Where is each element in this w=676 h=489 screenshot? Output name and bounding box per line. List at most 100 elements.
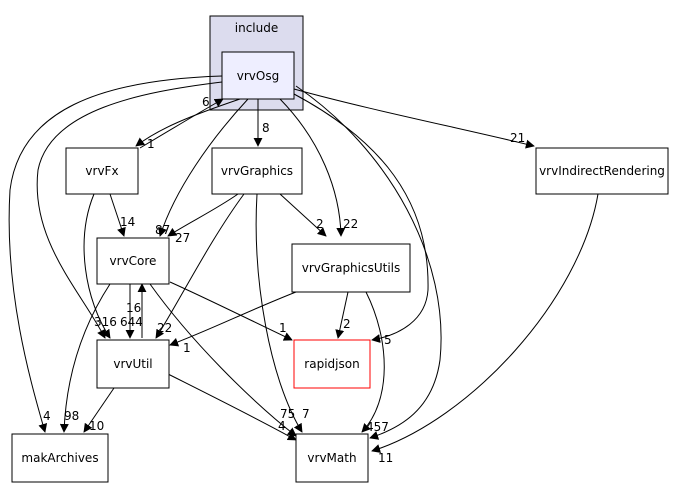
edge-fx-util[interactable] <box>83 193 111 339</box>
node-makArchives[interactable]: makArchives <box>11 433 109 483</box>
node-vrvUtil-box <box>96 339 170 389</box>
edge-util-mak-line <box>83 387 115 433</box>
edge-indirect-math-label: 11 <box>378 451 393 465</box>
edge-osg-core-label: 87 <box>155 223 170 237</box>
edge-graphics-util-label: 22 <box>157 321 172 335</box>
edge-osg-mak-label: 4 <box>43 409 51 423</box>
edges: 1 6 8 21 87 22 316 5 <box>8 75 599 465</box>
node-vrvGraphicsUtils[interactable]: vrvGraphicsUtils <box>291 243 411 293</box>
edge-util-math-line <box>167 373 297 441</box>
node-vrvMath-label: vrvMath <box>307 451 356 465</box>
node-rapidjson[interactable]: rapidjson <box>293 339 371 389</box>
edge-fx-core-label: 14 <box>120 215 135 229</box>
edge-osg-gutils-line <box>279 98 346 237</box>
edge-osg-fx[interactable]: 1 <box>135 98 241 151</box>
edge-gutils-util-line <box>169 291 297 347</box>
node-vrvCore-box <box>96 237 170 285</box>
edge-core-rapidjson-line <box>169 281 293 341</box>
edge-graphics-core-line <box>167 193 239 237</box>
nodes: vrvOsg vrvFx vrvGraphics vrvIndirectRend… <box>11 51 669 483</box>
edge-osg-core[interactable]: 87 <box>155 98 249 237</box>
edge-graphics-core-label: 27 <box>175 231 190 245</box>
edge-osg-util-label: 316 <box>94 315 117 329</box>
edge-core-rapidjson-label: 1 <box>279 321 287 335</box>
edge-osg-mak-line <box>8 75 223 433</box>
node-vrvGraphicsUtils-label: vrvGraphicsUtils <box>302 261 401 275</box>
node-vrvOsg[interactable]: vrvOsg <box>221 51 295 100</box>
node-vrvGraphicsUtils-box <box>291 243 411 293</box>
edge-osg-mak[interactable]: 4 <box>8 75 223 433</box>
edge-core-math-label: 75 <box>280 407 295 421</box>
edge-osg-core-line <box>158 98 249 237</box>
edge-osg-graphics[interactable]: 8 <box>253 99 270 147</box>
edge-osg-gutils[interactable]: 22 <box>279 98 358 237</box>
edge-graphics-math[interactable]: 7 <box>255 193 310 433</box>
edge-graphics-gutils[interactable]: 2 <box>279 193 327 237</box>
edge-util-math[interactable]: 4 <box>167 373 297 441</box>
edge-util-mak-label: 10 <box>89 419 104 433</box>
node-vrvOsg-box <box>221 51 295 100</box>
edge-core-util[interactable]: 644 <box>120 284 143 339</box>
edge-osg-indirect-line <box>293 88 535 149</box>
node-vrvMath[interactable]: vrvMath <box>295 433 369 483</box>
edge-util-mak[interactable]: 10 <box>83 387 115 433</box>
edge-graphics-util[interactable]: 22 <box>155 193 245 339</box>
edge-graphics-gutils-line <box>279 193 327 237</box>
edge-core-mak[interactable]: 98 <box>59 283 111 433</box>
node-vrvIndirectRendering[interactable]: vrvIndirectRendering <box>535 147 669 195</box>
edge-osg-graphics-label: 8 <box>262 121 270 135</box>
edge-core-util-label: 644 <box>120 315 143 329</box>
edge-core-math-line <box>149 283 297 437</box>
node-rapidjson-label: rapidjson <box>304 357 359 371</box>
edge-osg-rapidjson[interactable]: 5 <box>293 93 429 347</box>
edge-core-rapidjson[interactable]: 1 <box>169 281 293 341</box>
cluster-include-label: include <box>235 21 278 35</box>
edge-osg-indirect[interactable]: 21 <box>293 88 535 149</box>
edge-fx-core[interactable]: 14 <box>109 193 135 237</box>
node-vrvGraphics-box <box>211 147 303 195</box>
node-makArchives-box <box>11 433 109 483</box>
node-vrvOsg-label: vrvOsg <box>237 69 279 83</box>
edge-gutils-math[interactable] <box>361 291 385 433</box>
edge-osg-fx-label: 1 <box>147 137 155 151</box>
node-vrvGraphics[interactable]: vrvGraphics <box>211 147 303 195</box>
edge-osg-math-label: 457 <box>366 420 389 434</box>
edge-indirect-math[interactable]: 11 <box>371 193 599 465</box>
edge-indirect-math-line <box>371 193 599 453</box>
edge-core-math[interactable]: 75 <box>149 283 297 437</box>
edge-gutils-math-line <box>361 291 385 433</box>
edge-core-mak-label: 98 <box>64 409 79 423</box>
node-vrvCore[interactable]: vrvCore <box>96 237 170 285</box>
node-vrvCore-label: vrvCore <box>110 254 157 268</box>
edge-core-mak-line <box>59 283 111 433</box>
edge-fx-core-line <box>109 193 126 237</box>
edge-util-core-label: 16 <box>126 301 141 315</box>
node-vrvFx-box <box>65 147 139 195</box>
edge-fx-osg-label: 6 <box>202 95 210 109</box>
edge-osg-fx-line <box>135 98 241 147</box>
edge-graphics-core[interactable]: 27 <box>167 193 239 245</box>
edge-osg-indirect-label: 21 <box>510 131 525 145</box>
edge-osg-math[interactable]: 457 <box>295 85 442 440</box>
edge-fx-util-line <box>83 193 111 339</box>
node-vrvFx[interactable]: vrvFx <box>65 147 139 195</box>
node-vrvGraphics-label: vrvGraphics <box>221 164 293 178</box>
node-vrvFx-label: vrvFx <box>85 164 118 178</box>
edge-osg-math-line <box>295 85 442 440</box>
edge-util-core[interactable]: 16 <box>126 283 147 338</box>
node-vrvIndirectRendering-label: vrvIndirectRendering <box>539 164 665 178</box>
edge-gutils-rapidjson[interactable]: 2 <box>335 291 351 339</box>
edge-fx-osg[interactable]: 6 <box>139 95 224 149</box>
edge-graphics-gutils-label: 2 <box>316 217 324 231</box>
edge-gutils-util[interactable]: 1 <box>169 291 297 355</box>
edge-graphics-math-label: 7 <box>302 407 310 421</box>
edge-gutils-rapidjson-line <box>335 291 349 339</box>
edge-graphics-util-line <box>155 193 245 339</box>
edge-util-math-label: 4 <box>278 419 286 433</box>
node-vrvUtil[interactable]: vrvUtil <box>96 339 170 389</box>
edge-fx-osg-line <box>139 98 224 149</box>
edge-gutils-util-label: 1 <box>183 341 191 355</box>
edge-osg-gutils-label: 22 <box>343 217 358 231</box>
